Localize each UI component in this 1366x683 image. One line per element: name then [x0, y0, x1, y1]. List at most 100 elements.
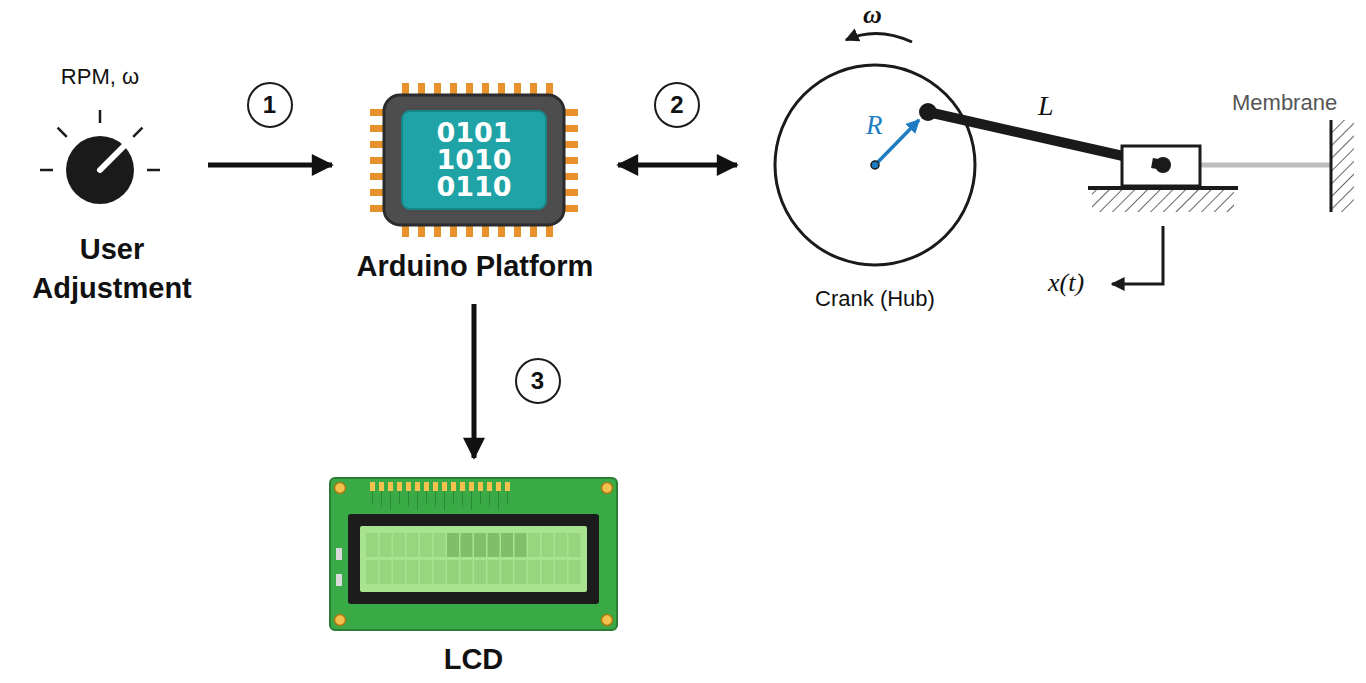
lcd-cell: [461, 560, 473, 584]
lcd-cell: [488, 533, 500, 557]
lcd-cell: [542, 533, 554, 557]
knob-body: [66, 136, 134, 204]
mount-hole: [335, 615, 346, 626]
header-pin: [469, 482, 474, 491]
lcd-cell: [542, 560, 554, 584]
pcb-trace: [444, 491, 445, 510]
lcd-cell: [474, 560, 486, 584]
pcb-trace: [480, 491, 481, 504]
lcd-cell: [515, 560, 527, 584]
header-pin: [388, 482, 393, 491]
length-label: L: [1038, 90, 1054, 122]
displacement-arrow: [1112, 226, 1163, 284]
lcd-cell: [447, 533, 459, 557]
slider-pin: [1155, 157, 1171, 173]
knob-tick: [58, 128, 67, 137]
node-title: Arduino Platform: [340, 249, 610, 284]
knob-caption: RPM, ω: [22, 64, 178, 90]
node-title: User Adjustment: [22, 230, 202, 308]
pcb-trace: [471, 491, 472, 510]
lcd-board: [330, 478, 617, 630]
lcd-cell: [393, 560, 405, 584]
pcb-trace: [417, 491, 418, 510]
lcd-cell: [501, 533, 513, 557]
lcd-display: LCD: [330, 478, 617, 679]
omega-symbol: ω: [863, 0, 882, 30]
radius-label: R: [866, 110, 883, 141]
crank-caption: Crank (Hub): [745, 286, 1005, 312]
lcd-bezel: [348, 514, 599, 604]
lcd-cell: [515, 533, 527, 557]
pcb-trace: [408, 491, 409, 507]
header-pin: [496, 482, 501, 491]
mount-hole: [602, 615, 613, 626]
knob-tick: [99, 110, 102, 123]
lcd-cell: [569, 560, 581, 584]
wall-line: [1330, 120, 1333, 212]
lcd-cell: [569, 533, 581, 557]
crank-hub: Crank (Hub): [745, 60, 1005, 318]
displacement-label: x(t): [1048, 268, 1084, 298]
chip-die: [402, 111, 546, 209]
lcd-cell: [420, 533, 432, 557]
lcd-cell: [447, 560, 459, 584]
lcd-cell: [407, 560, 419, 584]
lcd-cell: [393, 533, 405, 557]
membrane-link: [1200, 163, 1330, 168]
lcd-cell: [420, 560, 432, 584]
smd-part: [336, 574, 342, 586]
header-pin: [505, 482, 510, 491]
hub-center: [871, 161, 879, 169]
microcontroller-chip: 0101 1010 0110Arduino Platform: [340, 85, 610, 290]
lcd-cell: [461, 533, 473, 557]
header-pin: [460, 482, 465, 491]
lcd-cell: [366, 533, 378, 557]
header-pin: [397, 482, 402, 491]
ground-hatch: [1092, 190, 1234, 212]
lcd-cell: [555, 533, 567, 557]
lcd-cell: [528, 560, 540, 584]
crank-hub-shape: [745, 60, 1005, 318]
pcb-trace: [462, 491, 463, 507]
mount-hole: [335, 483, 346, 494]
header-pin: [415, 482, 420, 491]
crank-wheel: [775, 65, 975, 265]
knob-tick: [40, 169, 53, 172]
header-pin: [424, 482, 429, 491]
signal-arrow: [472, 304, 477, 458]
callout-number: 2: [654, 82, 700, 128]
signal-arrow: [208, 163, 332, 168]
pcb-trace: [399, 491, 400, 504]
smd-part: [336, 548, 342, 560]
crank-pin: [919, 103, 937, 121]
pcb-trace: [489, 491, 490, 507]
header-pin: [478, 482, 483, 491]
lcd-cell: [380, 560, 392, 584]
pcb-trace: [498, 491, 499, 510]
pcb-trace: [390, 491, 391, 510]
header-pin: [406, 482, 411, 491]
chip-body: [384, 95, 564, 225]
membrane-label: Membrane: [1232, 90, 1337, 116]
knob-pointer: [100, 144, 126, 170]
header-pin: [379, 482, 384, 491]
callout-number: 1: [247, 82, 293, 128]
header-pin: [451, 482, 456, 491]
pcb-trace: [372, 491, 373, 504]
header-pin: [442, 482, 447, 491]
pcb-trace: [426, 491, 427, 504]
mount-hole: [602, 483, 613, 494]
pcb-trace: [507, 491, 508, 504]
node-title: LCD: [330, 642, 617, 677]
lcd-cell: [380, 533, 392, 557]
pcb-trace: [453, 491, 454, 504]
knob-tick: [147, 169, 160, 172]
lcd-cell: [434, 533, 446, 557]
rotation-arrow: [846, 33, 912, 42]
pcb-trace: [435, 491, 436, 507]
lcd-cell: [366, 560, 378, 584]
lcd-cell: [501, 560, 513, 584]
pcb-trace: [381, 491, 382, 507]
callout-number: 3: [515, 358, 561, 404]
lcd-cell: [474, 533, 486, 557]
